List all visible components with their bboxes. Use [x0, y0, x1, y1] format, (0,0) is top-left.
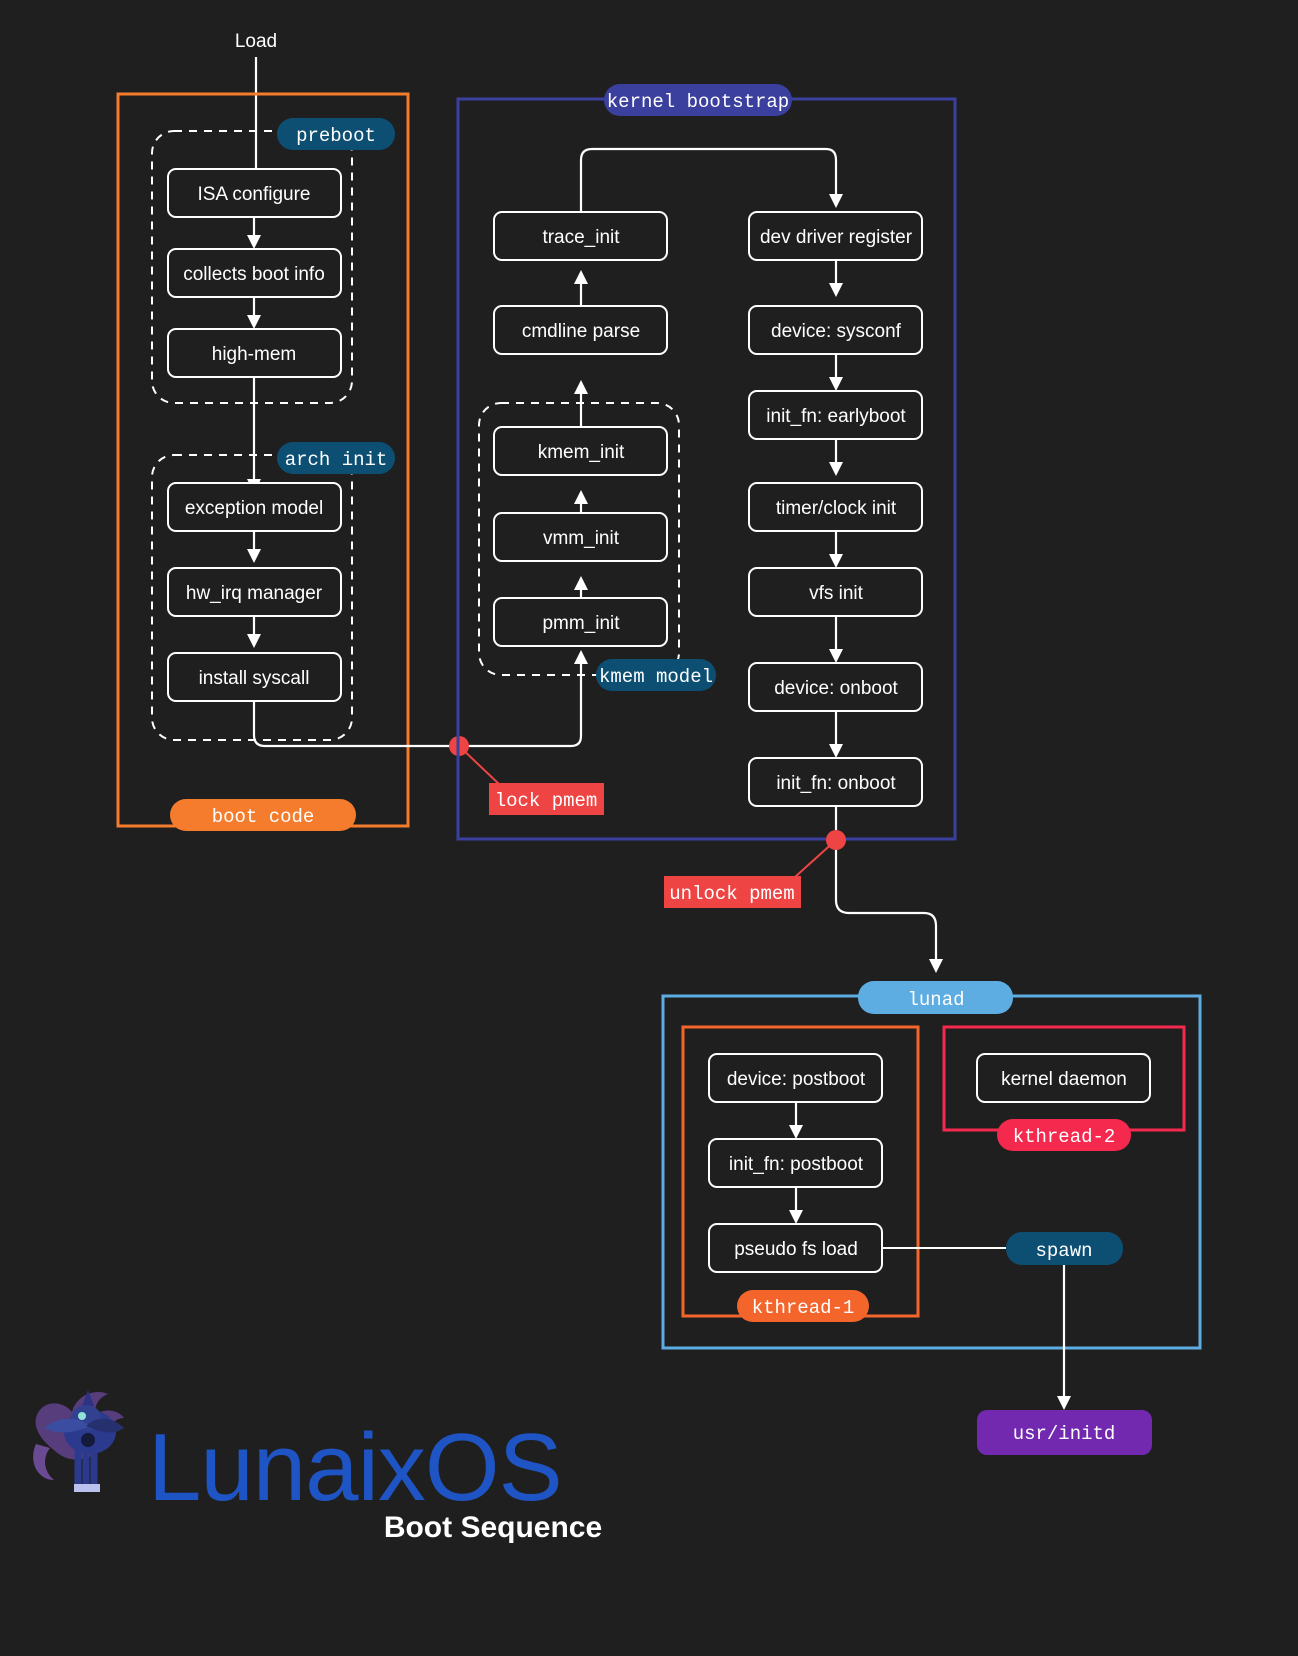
- arrowhead-spawn-initd: [1057, 1396, 1071, 1410]
- node-device-postboot-label: device: postboot: [727, 1069, 866, 1090]
- lunaix-logo: LunaixOS: [33, 1390, 563, 1521]
- group-arch-init: [151, 454, 353, 741]
- node-kmem-init[interactable]: [493, 426, 668, 476]
- container-lunad-label: lunad: [907, 989, 964, 1011]
- container-kthread-2-tag: [997, 1119, 1131, 1151]
- logo-horn: [82, 1390, 94, 1406]
- node-collects-boot-info-label: collects boot info: [183, 264, 325, 285]
- node-trace-init-label: trace_init: [542, 227, 620, 248]
- node-vfs-init-label: vfs init: [809, 583, 864, 604]
- entry-label: Load: [235, 31, 277, 52]
- node-timer-clock-init-label: timer/clock init: [776, 498, 897, 519]
- logo-wing-right: [86, 1418, 124, 1433]
- arrowhead-sysconf-earlyboot: [829, 377, 843, 391]
- edge-trace-to-devdriver: [579, 147, 838, 212]
- logo-hooves: [74, 1484, 100, 1492]
- container-boot-code-tag: [170, 799, 356, 831]
- node-kernel-daemon-label: kernel daemon: [1001, 1069, 1127, 1090]
- node-vmm-init-label: vmm_init: [543, 528, 620, 549]
- arrowhead-syscall-pmm: [574, 650, 588, 664]
- group-kmem-model-tag: [596, 659, 716, 691]
- node-hw-irq-manager-label: hw_irq manager: [186, 583, 323, 604]
- unlock-pmem-leader: [794, 839, 837, 878]
- lock-pmem-leader: [458, 745, 501, 786]
- node-vmm-init[interactable]: [493, 512, 668, 562]
- node-exception-model-label: exception model: [185, 498, 323, 519]
- arrowhead-exception-hwirq: [247, 549, 261, 563]
- node-kernel-daemon[interactable]: [976, 1053, 1151, 1103]
- logo-wordmark: LunaixOS: [148, 1414, 562, 1521]
- container-kthread-1-label: kthread-1: [752, 1297, 855, 1319]
- arrowhead-earlyboot-timer: [829, 462, 843, 476]
- node-dev-driver-register-label: dev driver register: [760, 227, 913, 248]
- unlock-pmem-tag: [664, 876, 801, 908]
- node-pmm-init-label: pmm_init: [542, 613, 620, 634]
- edge-syscall-to-pmm: [252, 660, 583, 748]
- arrowhead-bootinfo-highmem: [247, 315, 261, 329]
- node-install-syscall-label: install syscall: [199, 668, 310, 689]
- node-init-fn-onboot-label: init_fn: onboot: [776, 773, 896, 794]
- lock-pmem-label: lock pmem: [495, 790, 598, 812]
- spawn-label: spawn: [1035, 1240, 1092, 1262]
- group-kmem-model: [478, 402, 680, 676]
- arrowhead-vfs-deviceonboot: [829, 649, 843, 663]
- node-trace-init[interactable]: [493, 211, 668, 261]
- arrowhead-deviceonboot-initfnonboot: [829, 744, 843, 758]
- node-init-fn-postboot-label: init_fn: postboot: [729, 1154, 864, 1175]
- unlock-pmem-label: unlock pmem: [669, 883, 794, 905]
- arrowhead-vmm-kmem: [574, 490, 588, 504]
- arrowhead-isa-bootinfo: [247, 235, 261, 249]
- logo-legs: [74, 1444, 98, 1490]
- node-pseudo-fs-load-label: pseudo fs load: [734, 1239, 858, 1260]
- arrowhead-pmm-vmm: [574, 576, 588, 590]
- group-arch-init-label: arch init: [285, 449, 388, 471]
- arrowhead-trace-devdriver: [829, 194, 843, 208]
- logo-mane-tail: [33, 1444, 54, 1480]
- container-lunad-tag: [858, 981, 1013, 1014]
- container-kthread-2-label: kthread-2: [1013, 1126, 1116, 1148]
- logo-wing-left: [44, 1418, 90, 1433]
- lock-pmem-tag: [489, 783, 604, 815]
- arrowhead-initfnpostboot-pseudofs: [789, 1210, 803, 1224]
- node-kmem-init-label: kmem_init: [538, 442, 625, 463]
- arrowhead-initfnonboot-lunad: [929, 959, 943, 973]
- usr-initd-label: usr/initd: [1013, 1423, 1116, 1445]
- logo-eye: [78, 1412, 86, 1420]
- arrowhead-devdriver-sysconf: [829, 283, 843, 297]
- container-boot-code-label: boot code: [212, 806, 315, 828]
- group-arch-init-tag: [277, 442, 395, 474]
- arrowhead-timer-vfs: [829, 554, 843, 568]
- arrowhead-cmdline-trace: [574, 270, 588, 284]
- node-device-onboot-label: device: onboot: [774, 678, 898, 699]
- usr-initd-node[interactable]: [977, 1410, 1152, 1455]
- edge-initfnonboot-to-lunad: [834, 806, 938, 963]
- node-cmdline-parse[interactable]: [493, 305, 668, 355]
- logo-cutie-mark: [81, 1433, 95, 1447]
- node-isa-configure-label: ISA configure: [197, 184, 310, 205]
- container-kernel-bootstrap-tag: [604, 84, 792, 116]
- page-title: Boot Sequence: [384, 1511, 602, 1544]
- arrowhead-kmem-cmdline: [574, 380, 588, 394]
- group-preboot-tag: [277, 118, 395, 150]
- arrowhead-devicepostboot-initfnpostboot: [789, 1125, 803, 1139]
- node-pmm-init[interactable]: [493, 597, 668, 647]
- spawn-tag: [1006, 1232, 1123, 1265]
- node-init-fn-earlyboot-label: init_fn: earlyboot: [766, 406, 906, 427]
- arrowhead-hwirq-syscall: [247, 634, 261, 648]
- node-device-sysconf-label: device: sysconf: [771, 321, 902, 342]
- node-high-mem-label: high-mem: [212, 344, 296, 365]
- container-kernel-bootstrap-label: kernel bootstrap: [607, 91, 789, 113]
- container-kthread-1-tag: [737, 1290, 869, 1322]
- group-preboot-label: preboot: [296, 125, 376, 147]
- group-preboot: [151, 130, 353, 404]
- group-kmem-model-label: kmem model: [599, 666, 713, 688]
- node-cmdline-parse-label: cmdline parse: [522, 321, 640, 342]
